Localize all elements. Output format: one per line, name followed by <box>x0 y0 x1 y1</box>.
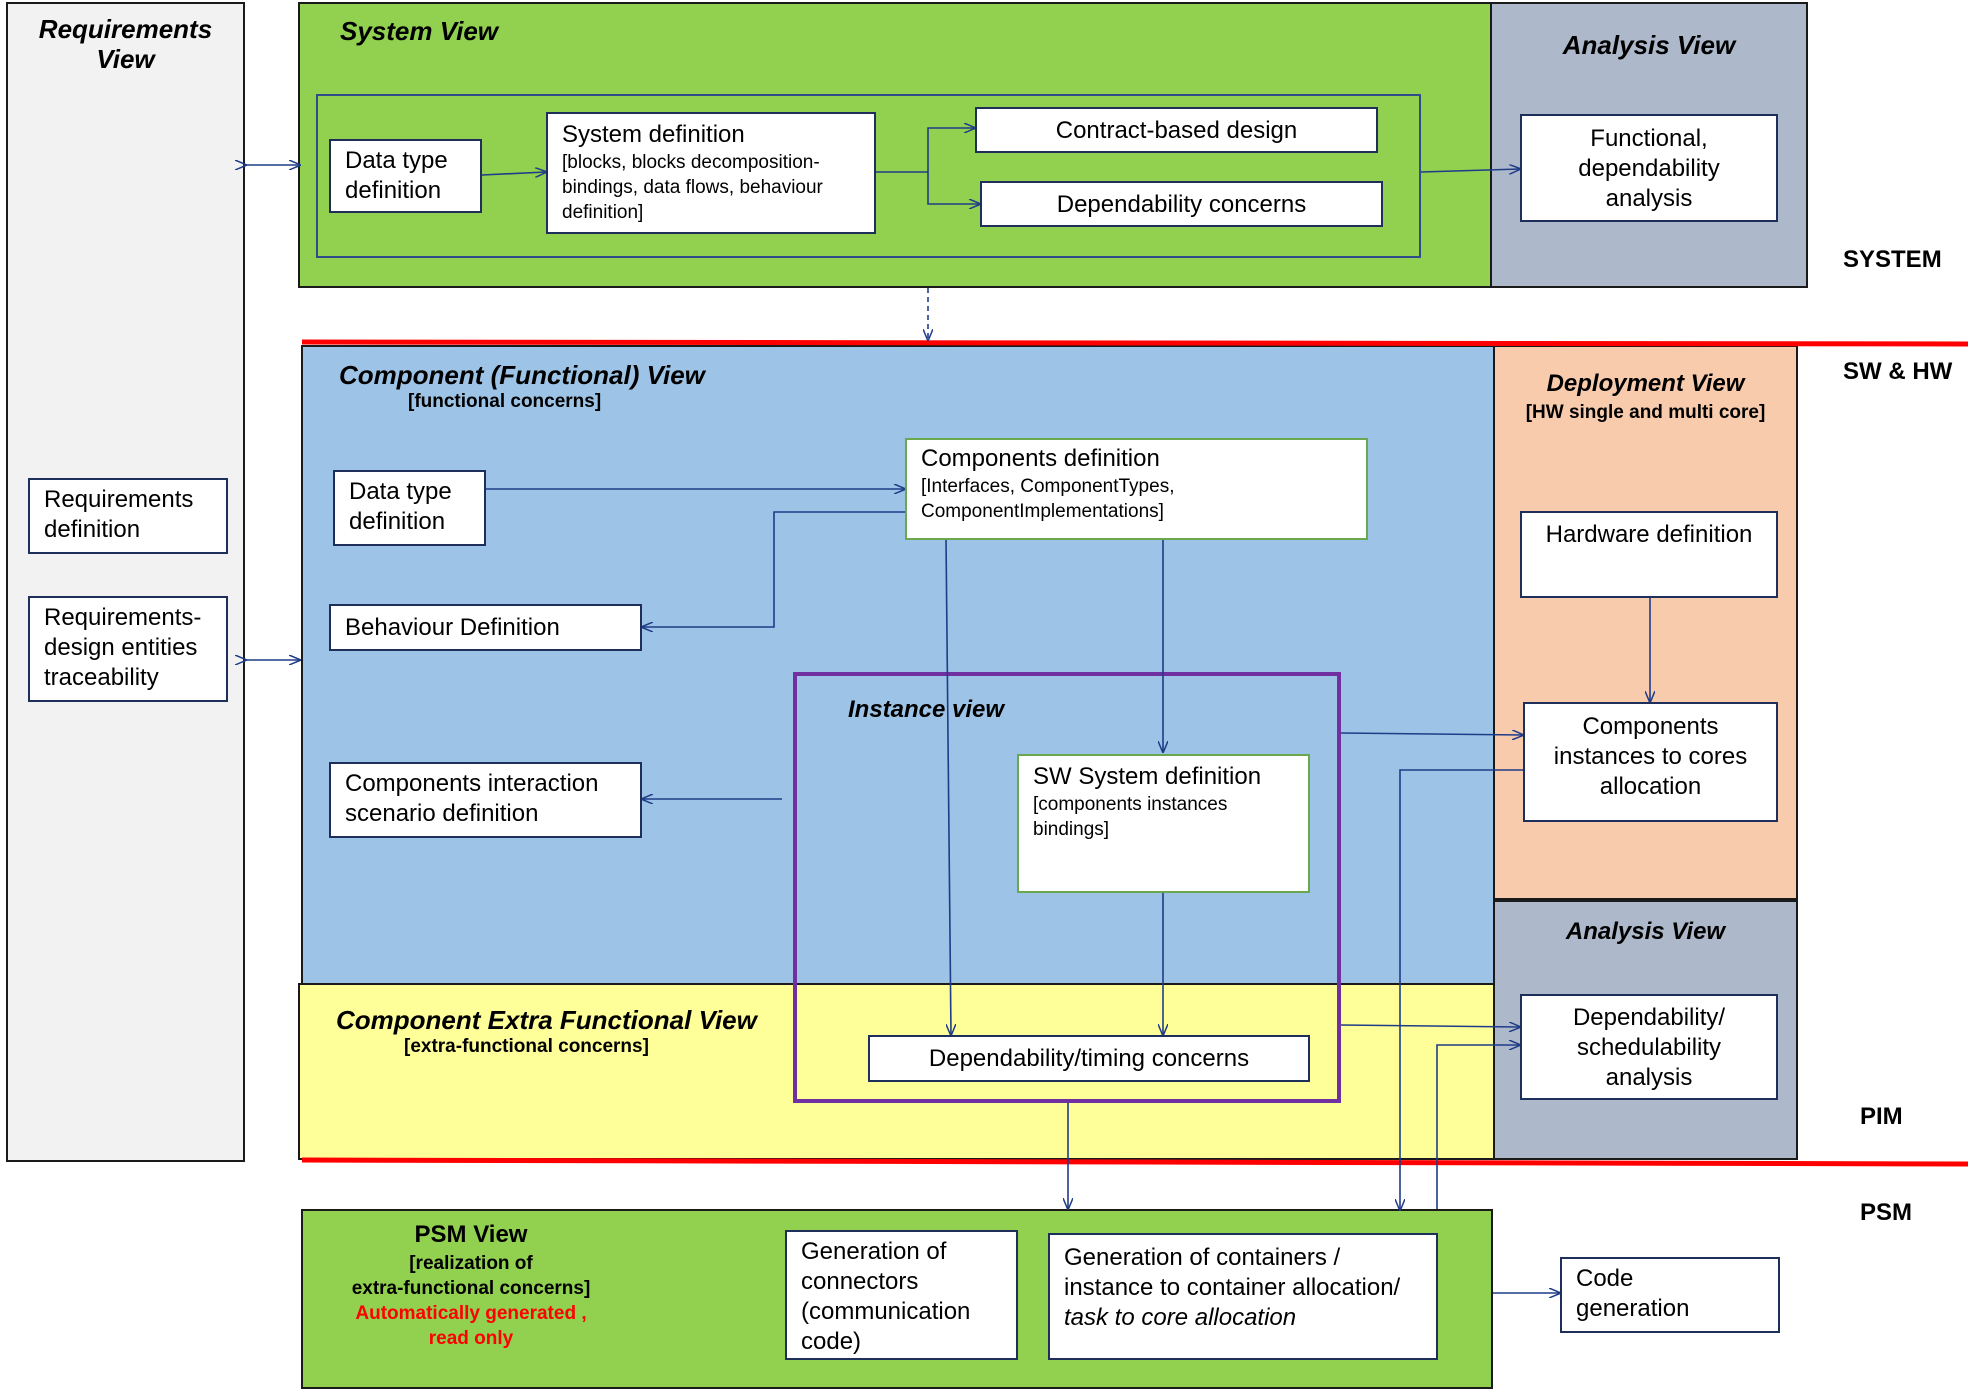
psm-auto-line2: read only <box>428 1328 514 1349</box>
traceability-line2: design entities <box>44 634 198 661</box>
behaviour-definition-label: Behaviour Definition <box>345 614 560 641</box>
sw-system-definition-title: SW System definition <box>1033 763 1262 790</box>
functional-analysis-line3: analysis <box>1605 185 1693 212</box>
contract-based-design-label: Contract-based design <box>1055 117 1298 144</box>
psm-subtitle-line2: extra-functional concerns] <box>351 1278 591 1299</box>
containers-italic-line: task to core allocation <box>1064 1304 1297 1331</box>
requirements-view-title-line1: Requirements <box>38 14 213 44</box>
containers-generation-box[interactable]: Generation of containers / instance to c… <box>1048 1233 1438 1360</box>
deployment-view-subtitle: [HW single and multi core] <box>1525 402 1766 423</box>
functional-analysis-line2: dependability <box>1578 155 1720 182</box>
behaviour-definition-box[interactable]: Behaviour Definition <box>329 604 642 651</box>
level-system-label: SYSTEM <box>1843 246 1942 273</box>
schedulability-analysis-line2: schedulability <box>1576 1034 1722 1061</box>
functional-analysis-box[interactable]: Functional, dependability analysis <box>1520 114 1778 222</box>
system-definition-detail-3: definition] <box>562 202 644 223</box>
schedulability-analysis-box[interactable]: Dependability/ schedulability analysis <box>1520 994 1778 1100</box>
containers-line2: instance to container allocation/ <box>1064 1274 1401 1301</box>
interaction-scenario-box[interactable]: Components interaction scenario definiti… <box>329 762 642 838</box>
requirements-definition-line2: definition <box>44 516 141 543</box>
interaction-scenario-line2: scenario definition <box>345 800 539 827</box>
requirements-view-title: Requirements View <box>6 14 245 74</box>
psm-view-subtitle: [realization of extra-functional concern… <box>301 1251 641 1351</box>
component-view-title: Component (Functional) View <box>339 360 705 390</box>
code-generation-box[interactable]: Code generation <box>1560 1257 1780 1333</box>
system-data-type-line2: definition <box>345 177 442 204</box>
system-view-inner-frame <box>316 94 1421 258</box>
requirements-definition-box[interactable]: Requirements definition <box>28 478 228 554</box>
system-data-type-line1: Data type <box>345 147 448 174</box>
analysis-view-top-title: Analysis View <box>1562 30 1736 60</box>
sw-system-definition-box[interactable]: SW System definition [components instanc… <box>1017 754 1310 893</box>
system-data-type-box[interactable]: Data type definition <box>329 139 482 213</box>
extra-functional-view-title: Component Extra Functional View <box>336 1005 757 1035</box>
component-view-subtitle: [functional concerns] <box>408 391 602 412</box>
code-generation-line1: Code <box>1576 1265 1634 1292</box>
interaction-scenario-line1: Components interaction <box>345 770 599 797</box>
system-definition-detail-2: bindings, data flows, behaviour <box>562 177 823 198</box>
schedulability-analysis-line3: analysis <box>1605 1064 1693 1091</box>
level-pim-label: PIM <box>1860 1103 1903 1130</box>
timing-concerns-box[interactable]: Dependability/timing concerns <box>868 1035 1310 1082</box>
components-definition-box[interactable]: Components definition [Interfaces, Compo… <box>905 438 1368 540</box>
code-generation-line2: generation <box>1576 1295 1690 1322</box>
component-data-type-line1: Data type <box>349 478 452 505</box>
instance-view-title: Instance view <box>848 696 1005 723</box>
connectors-line2: connectors <box>801 1268 919 1295</box>
timing-concerns-label: Dependability/timing concerns <box>928 1045 1250 1072</box>
dependability-concerns-label: Dependability concerns <box>1056 191 1307 218</box>
deployment-view-title: Deployment View <box>1546 370 1745 397</box>
cores-allocation-line3: allocation <box>1599 773 1702 800</box>
connectors-line1: Generation of <box>801 1238 947 1265</box>
system-definition-detail-1: [blocks, blocks decomposition- <box>562 152 820 173</box>
cores-allocation-box[interactable]: Components instances to cores allocation <box>1523 702 1778 822</box>
system-definition-box[interactable]: System definition [blocks, blocks decomp… <box>546 112 876 234</box>
sw-system-definition-detail-2: bindings] <box>1033 819 1110 840</box>
components-definition-detail-2: ComponentImplementations] <box>921 501 1164 522</box>
traceability-box[interactable]: Requirements- design entities traceabili… <box>28 596 228 702</box>
schedulability-analysis-line1: Dependability/ <box>1572 1004 1726 1031</box>
level-psm-label: PSM <box>1860 1199 1913 1226</box>
extra-functional-view-subtitle: [extra-functional concerns] <box>404 1036 649 1057</box>
psm-auto-line1: Automatically generated , <box>355 1303 587 1324</box>
sw-system-definition-detail-1: [components instances <box>1033 794 1228 815</box>
analysis-view-mid-title: Analysis View <box>1565 918 1726 945</box>
level-swhw-label: SW & HW <box>1843 358 1953 385</box>
components-definition-detail-1: [Interfaces, ComponentTypes, <box>921 476 1175 497</box>
cores-allocation-line2: instances to cores <box>1553 743 1748 770</box>
functional-analysis-line1: Functional, <box>1590 125 1708 152</box>
contract-based-design-box[interactable]: Contract-based design <box>975 107 1378 153</box>
traceability-line1: Requirements- <box>44 604 202 631</box>
system-view-title: System View <box>340 16 499 46</box>
instance-view-frame <box>793 672 1341 1103</box>
hardware-definition-box[interactable]: Hardware definition <box>1520 511 1778 598</box>
requirements-view-panel <box>6 2 245 1162</box>
components-definition-title: Components definition <box>921 445 1160 472</box>
connectors-line3: (communication <box>801 1298 971 1325</box>
requirements-view-title-line2: View <box>96 44 155 74</box>
component-data-type-line2: definition <box>349 508 446 535</box>
cores-allocation-line1: Components <box>1582 713 1719 740</box>
component-data-type-box[interactable]: Data type definition <box>333 470 486 546</box>
system-definition-title: System definition <box>562 121 745 148</box>
hardware-definition-label: Hardware definition <box>1545 521 1753 548</box>
traceability-line3: traceability <box>44 664 159 691</box>
connectors-line4: code) <box>801 1328 862 1355</box>
connectors-generation-box[interactable]: Generation of connectors (communication … <box>785 1230 1018 1360</box>
psm-view-title: PSM View <box>414 1221 528 1248</box>
containers-line1: Generation of containers / <box>1064 1244 1341 1271</box>
requirements-definition-line1: Requirements <box>44 486 194 513</box>
psm-subtitle-line1: [realization of <box>409 1253 533 1274</box>
dependability-concerns-box[interactable]: Dependability concerns <box>980 181 1383 227</box>
